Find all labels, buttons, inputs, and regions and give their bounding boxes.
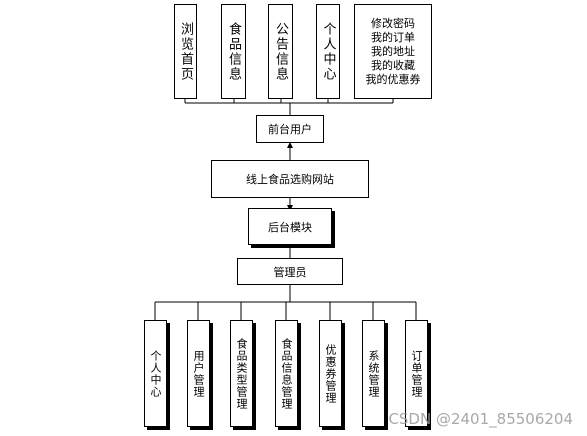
- box-label: 食品类型管理: [235, 337, 248, 410]
- box-label: 浏览首页: [178, 21, 193, 82]
- watermark: CSDN @2401_85506204: [388, 410, 573, 428]
- box-announcement: 公告信息: [268, 4, 293, 99]
- box-admin-personal-center: 个人中心: [144, 320, 167, 427]
- box-label: 系统管理: [367, 349, 380, 398]
- box-label: 食品信息管理: [280, 337, 293, 410]
- box-system-management: 系统管理: [362, 320, 385, 427]
- box-label: 食品信息: [226, 21, 241, 82]
- box-website: 线上食品选购网站: [211, 160, 369, 198]
- box-order-management: 订单管理: [405, 320, 428, 427]
- box-admin: 管理员: [237, 258, 343, 285]
- box-food-info-management: 食品信息管理: [275, 320, 298, 427]
- personal-item: 我的地址: [371, 44, 415, 58]
- box-label: 优惠券管理: [324, 343, 337, 404]
- personal-item: 我的订单: [371, 30, 415, 44]
- box-label: 后台模块: [268, 220, 312, 234]
- box-label: 个人中心: [149, 349, 162, 398]
- box-label: 前台用户: [268, 123, 312, 136]
- box-label: 用户管理: [192, 349, 205, 398]
- box-label: 线上食品选购网站: [246, 173, 334, 186]
- box-backend-module: 后台模块: [248, 208, 332, 245]
- personal-item: 我的优惠券: [365, 72, 421, 86]
- box-personal-center: 个人中心: [316, 4, 340, 99]
- personal-item: 修改密码: [371, 16, 415, 30]
- box-browse-home: 浏览首页: [174, 4, 197, 99]
- box-front-user: 前台用户: [256, 115, 324, 143]
- box-food-type-management: 食品类型管理: [230, 320, 253, 427]
- box-label: 订单管理: [410, 349, 423, 398]
- box-label: 个人中心: [320, 21, 336, 82]
- box-label: 管理员: [273, 265, 307, 279]
- box-personal-items: 修改密码 我的订单 我的地址 我的收藏 我的优惠券: [354, 4, 432, 99]
- personal-item: 我的收藏: [371, 58, 415, 72]
- box-coupon-management: 优惠券管理: [319, 320, 342, 427]
- box-food-info: 食品信息: [221, 4, 246, 99]
- box-user-management: 用户管理: [187, 320, 210, 427]
- box-label: 公告信息: [273, 21, 288, 82]
